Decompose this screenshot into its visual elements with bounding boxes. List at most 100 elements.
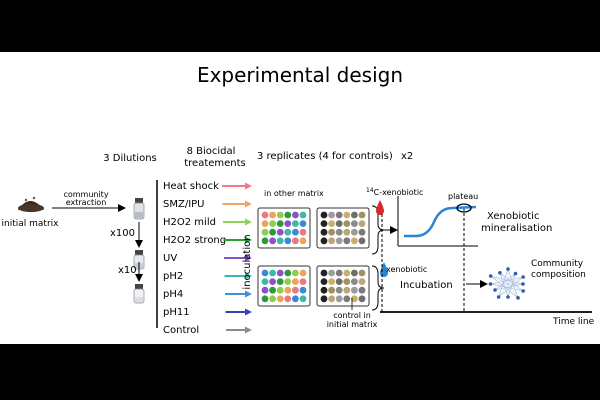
plate-bottom-gray-well xyxy=(343,278,351,285)
plate-bottom-colored-well xyxy=(276,278,284,285)
plate-top-gray-well xyxy=(335,237,343,245)
plate-bottom-colored-well xyxy=(284,278,292,285)
plate-top-gray-well xyxy=(328,237,335,245)
network-node xyxy=(516,296,520,300)
plate-bottom-gray-well xyxy=(343,269,351,277)
plate-bottom-colored-well xyxy=(292,286,299,294)
network-node xyxy=(521,275,525,279)
plate-bottom-colored-well xyxy=(276,295,284,303)
plate-bottom-colored-well xyxy=(299,295,307,303)
network-node xyxy=(488,274,493,278)
plate-top-colored-well xyxy=(269,211,276,219)
network-edge xyxy=(494,273,516,291)
network-edge xyxy=(499,272,509,285)
plate-bottom-colored-well xyxy=(261,295,269,303)
header-dilutions: 3 Dilutions xyxy=(103,153,157,164)
network-node xyxy=(513,271,518,276)
plate-bottom-gray xyxy=(316,265,370,307)
radioactive-drop-icon xyxy=(376,200,384,215)
plate-bottom-colored-well xyxy=(269,269,276,277)
plate-top-gray-well xyxy=(320,228,328,236)
plate-top-colored-well xyxy=(276,228,284,236)
plate-bottom-colored-well xyxy=(299,269,307,277)
vial-3-icon xyxy=(133,284,145,304)
plate-top-gray-well xyxy=(351,220,358,228)
plate-bottom-colored-well xyxy=(269,286,276,294)
plate-top-gray-well xyxy=(320,237,328,245)
network-node xyxy=(493,288,497,292)
plate-top-colored-well xyxy=(269,237,276,245)
plate-bottom-gray-well xyxy=(328,286,335,294)
plate-top-colored-well xyxy=(261,228,269,236)
network-node xyxy=(496,295,501,299)
treatment-label-3: H2O2 strong xyxy=(163,235,226,246)
plate-bottom-gray-well xyxy=(351,295,358,303)
plate-bottom-gray-well xyxy=(351,269,358,277)
xenobiotic-label: xenobiotic xyxy=(386,265,427,274)
treatment-label-0: Heat shock xyxy=(163,181,219,192)
plate-bottom-colored-well xyxy=(284,269,292,277)
community-label-line1: Community xyxy=(531,259,584,269)
plate-bottom-colored-well xyxy=(261,269,269,277)
treatment-arrowhead-7 xyxy=(245,308,252,316)
treatment-arrowhead-3 xyxy=(245,236,252,244)
plate-top-gray-well xyxy=(335,228,343,236)
network-node xyxy=(521,289,525,293)
plate-top-colored-well xyxy=(299,237,307,245)
vial-1-icon xyxy=(133,198,145,220)
plate-bottom-colored-well xyxy=(276,269,284,277)
network-edge xyxy=(494,283,524,291)
plate-bottom-gray-well xyxy=(320,286,328,294)
treatment-label-8: Control xyxy=(163,325,199,336)
microplates xyxy=(257,207,370,307)
plate-bottom-gray-well xyxy=(328,295,335,303)
plate-bottom-colored-well xyxy=(292,278,299,285)
plate-bottom-colored-well xyxy=(284,286,292,294)
soil-pile-icon xyxy=(18,196,44,212)
plate-bottom-colored-well xyxy=(299,286,307,294)
initial-matrix-label: initial matrix xyxy=(2,219,60,229)
plate-top-gray-well xyxy=(343,237,351,245)
plate-bottom-gray-well xyxy=(320,278,328,285)
treatment-arrowhead-0 xyxy=(245,182,252,190)
treatment-label-5: pH2 xyxy=(163,271,183,282)
control-label-line1: control in xyxy=(333,311,371,320)
plate-top-colored-well xyxy=(276,211,284,219)
xenobiotic-drop-icon xyxy=(380,262,388,277)
plate-bottom-colored-well xyxy=(269,295,276,303)
treatment-arrowhead-8 xyxy=(245,326,252,334)
network-node xyxy=(506,267,510,271)
plate-bottom-gray-well xyxy=(358,278,366,285)
plate-bottom-gray-well xyxy=(335,295,343,303)
treatment-label-6: pH4 xyxy=(163,289,183,300)
plate-bottom-colored-well xyxy=(261,286,269,294)
community-network-icon xyxy=(488,267,525,300)
plate-bottom-gray-well xyxy=(351,278,358,285)
bottom-black-band xyxy=(0,344,600,400)
treatment-arrowhead-1 xyxy=(245,200,252,208)
plate-top-gray-well xyxy=(351,228,358,236)
incubation-label: Incubation xyxy=(400,280,453,291)
plate-top-colored-well xyxy=(292,228,299,236)
network-edge xyxy=(507,268,519,298)
treatment-label-4: UV xyxy=(163,253,177,264)
network-edge xyxy=(490,276,524,285)
plate-top-gray-well xyxy=(343,211,351,219)
plate-bottom-gray-well xyxy=(335,278,343,285)
plate-top-gray-well xyxy=(343,228,351,236)
timeline-label: Time line xyxy=(552,317,595,327)
other-matrix-label: in other matrix xyxy=(264,189,324,198)
plate-top-gray xyxy=(316,207,370,249)
plate-top-colored-well xyxy=(284,220,292,228)
lower-brace xyxy=(371,265,385,311)
plate-bottom-gray-well xyxy=(358,269,366,277)
plate-top-gray-well xyxy=(351,211,358,219)
network-edge xyxy=(507,283,524,292)
community-label-line1: community xyxy=(63,190,108,199)
plate-top-gray-well xyxy=(328,211,335,219)
plate-top-gray-well xyxy=(335,211,343,219)
network-edge xyxy=(499,272,509,298)
plate-bottom-colored-well xyxy=(299,278,307,285)
